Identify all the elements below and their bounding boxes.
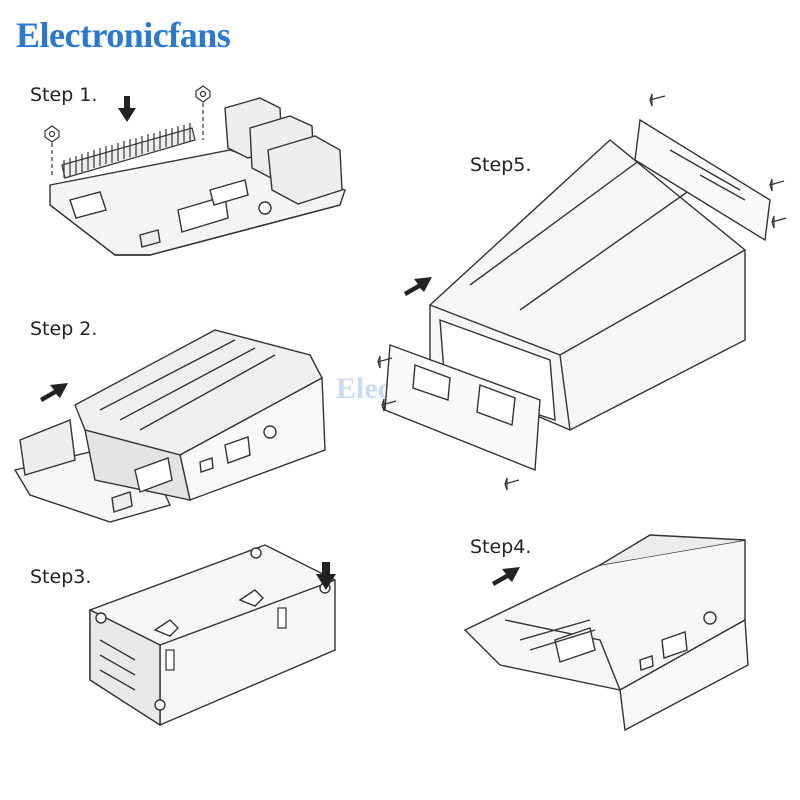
- screw-icon: [165, 607, 287, 671]
- step3-case-illustration: [89, 544, 336, 727]
- right-arrow-icon: [492, 567, 520, 586]
- step5-case-illustration: [384, 118, 771, 472]
- step-2-label: Step 2.: [30, 318, 98, 340]
- nut-icon: [44, 85, 211, 176]
- step-1-label: Step 1.: [30, 84, 98, 106]
- right-arrow-icon: [404, 277, 432, 296]
- step2-case-illustration: [13, 329, 326, 523]
- step-5-label: Step5.: [470, 154, 532, 176]
- step4-case-illustration: [463, 534, 749, 732]
- screw-icon: [377, 93, 787, 491]
- down-arrow-icon: [118, 96, 136, 122]
- step-3-label: Step3.: [30, 566, 92, 588]
- gpio-header: [61, 123, 196, 179]
- brand-logo: Electronicfans: [16, 15, 231, 55]
- step-4-label: Step4.: [470, 536, 532, 558]
- down-arrow-icon: [316, 562, 336, 590]
- right-arrow-icon: [40, 383, 68, 402]
- step1-board-illustration: [49, 97, 346, 256]
